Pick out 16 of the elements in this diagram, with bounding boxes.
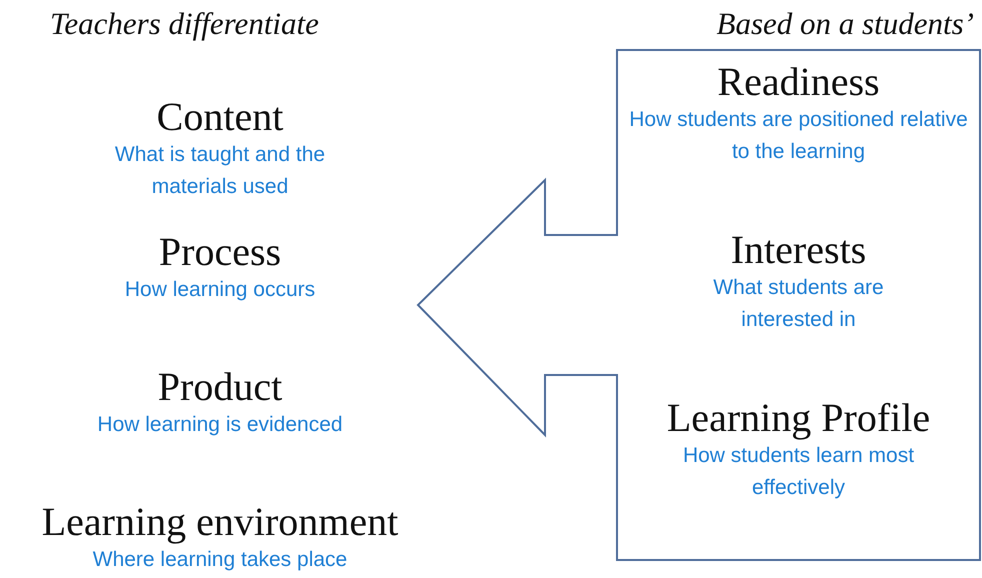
heading: Product — [156, 365, 284, 409]
description: What is taught and the materials used — [114, 142, 326, 200]
heading: Content — [156, 95, 284, 139]
description: Where learning takes place — [92, 547, 348, 573]
column-heading: Teachers differentiate — [50, 6, 319, 42]
description: How learning is evidenced — [96, 412, 344, 438]
heading: Process — [158, 230, 282, 274]
column-heading: Based on a students’ — [716, 6, 974, 42]
description: How learning occurs — [124, 277, 316, 303]
heading: Learning environment — [40, 500, 400, 544]
description: How students are positioned relative to the learning — [628, 107, 968, 165]
description: How students learn most effectively — [682, 443, 916, 501]
description: What students are interested in — [712, 275, 885, 333]
heading: Readiness — [716, 60, 881, 104]
heading: Learning Profile — [666, 396, 932, 440]
heading: Interests — [730, 228, 868, 272]
